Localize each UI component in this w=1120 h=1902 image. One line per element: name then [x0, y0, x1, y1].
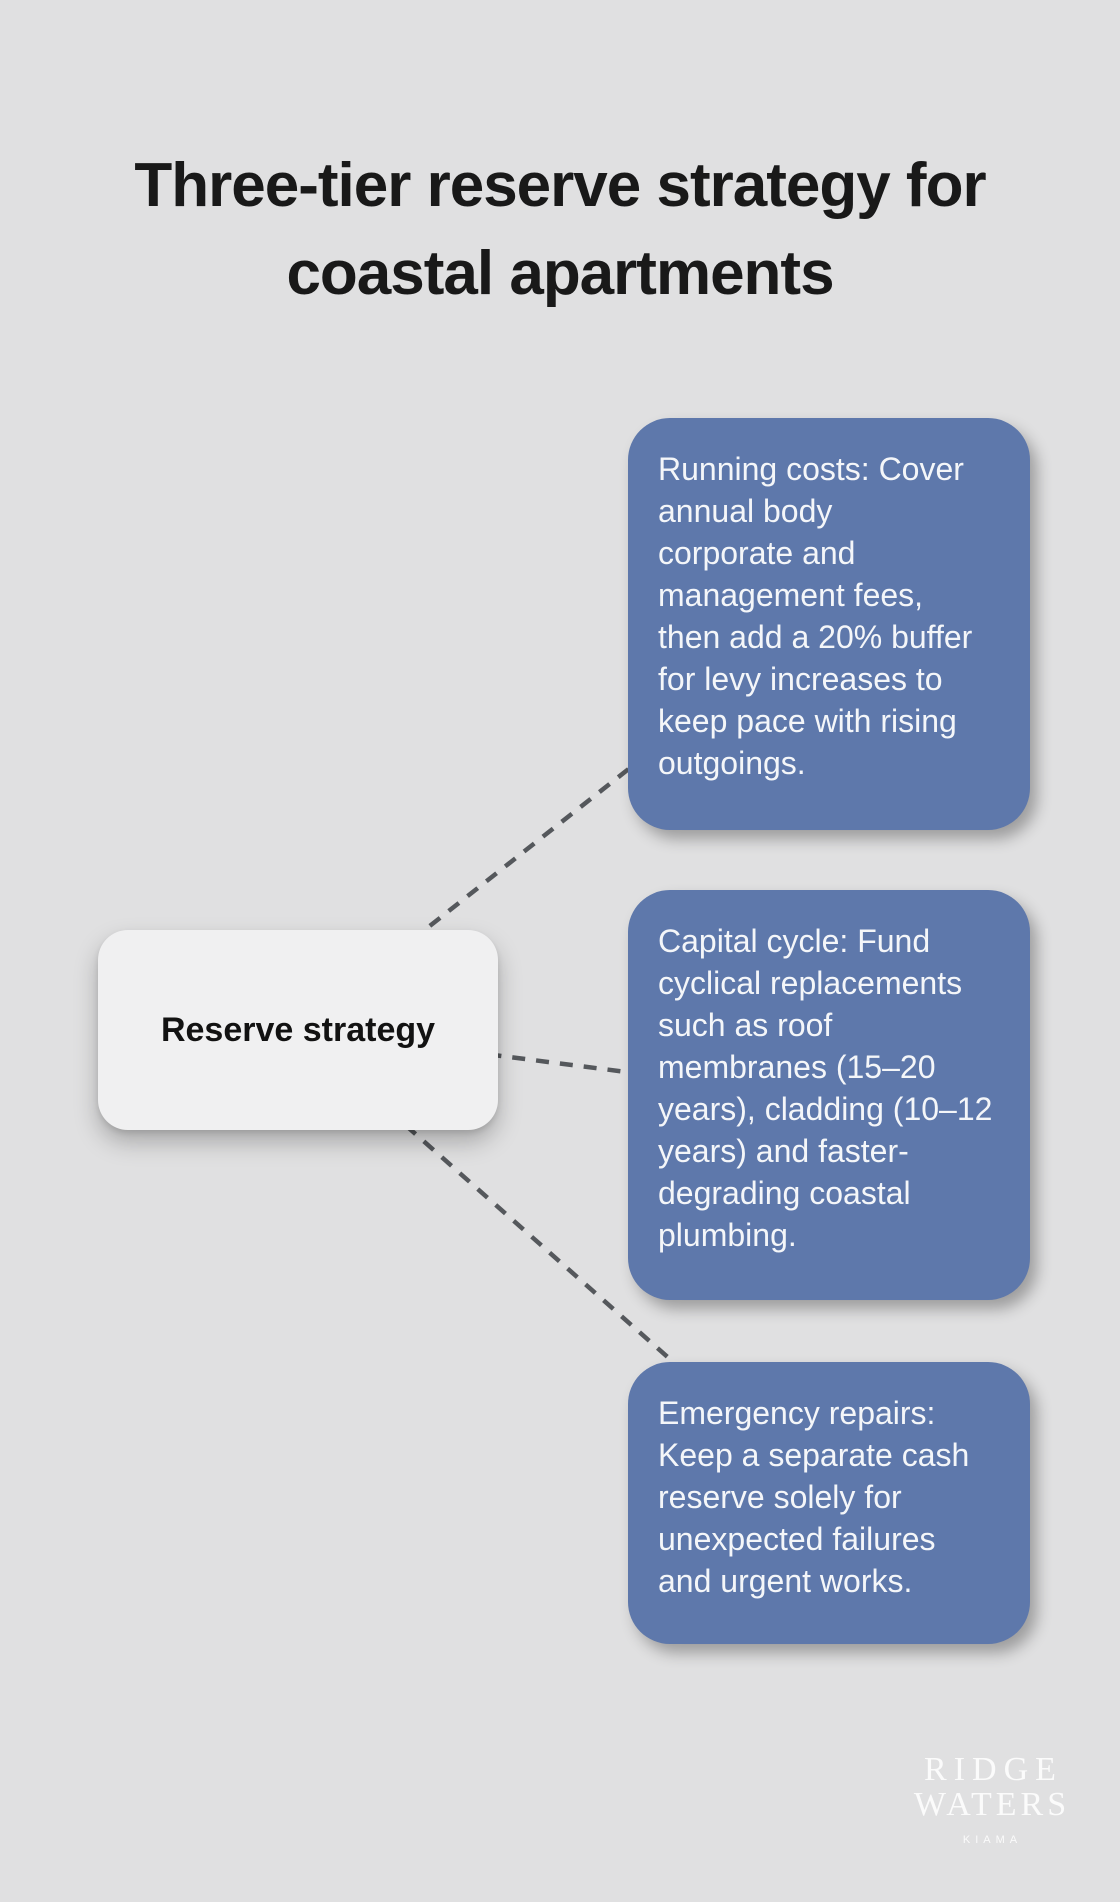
- branch-card-capital-cycle: Capital cycle: Fund cyclical replacement…: [628, 890, 1030, 1300]
- branch-card-running-costs: Running costs: Cover annual body corpora…: [628, 418, 1030, 830]
- center-node-reserve-strategy: Reserve strategy: [98, 930, 498, 1130]
- brand-watermark: RIDGE WATERS KIAMA: [890, 1751, 1090, 1847]
- branch-card-emergency-repairs: Emergency repairs: Keep a separate cash …: [628, 1362, 1030, 1644]
- branch-text-emergency-repairs: Emergency repairs: Keep a separate cash …: [658, 1395, 970, 1599]
- branch-text-capital-cycle: Capital cycle: Fund cyclical replacement…: [658, 923, 993, 1253]
- branch-text-running-costs: Running costs: Cover annual body corpora…: [658, 451, 973, 781]
- brand-watermark-name-line1: RIDGE: [924, 1751, 1063, 1788]
- brand-watermark-location: KIAMA: [962, 1834, 1023, 1846]
- center-node-label: Reserve strategy: [160, 1010, 436, 1049]
- page-title: Three-tier reserve strategy for coastal …: [134, 150, 986, 308]
- brand-watermark-name-line2: WATERS: [913, 1786, 1071, 1823]
